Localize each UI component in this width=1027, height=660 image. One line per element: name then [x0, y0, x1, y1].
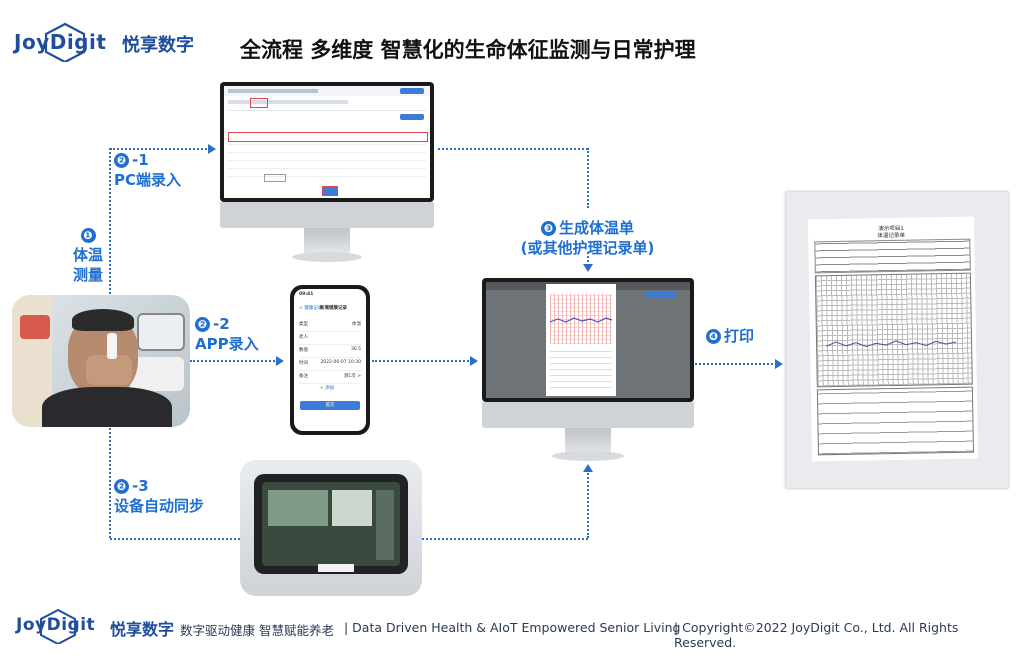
page-title: 全流程 多维度 智慧化的生命体征监测与日常护理 [240, 38, 696, 62]
connector-pc-down [587, 148, 589, 208]
arrow-right-icon [208, 144, 216, 154]
connector-to-app [190, 360, 278, 362]
step-number-badge: ❷ [114, 153, 129, 168]
connector-to-device [110, 538, 240, 540]
phone-title: 新增健康记录 [320, 306, 347, 311]
step-number-badge: ❷ [114, 479, 129, 494]
step-4-text: 打印 [724, 327, 755, 345]
step-3-line1: 生成体温单 [558, 219, 634, 237]
step-2-1-label: ❷-1 PC端录入 [114, 150, 181, 190]
step-sub-number: -3 [132, 477, 149, 495]
temperature-measurement-photo [12, 295, 190, 427]
connector-device-right [422, 538, 588, 540]
step-2-3-text: 设备自动同步 [114, 497, 205, 515]
sheet-temperature-line-icon [825, 340, 957, 347]
pc-screen-content [224, 86, 430, 198]
phone-form-row[interactable]: 类型体温 [299, 321, 361, 332]
footer-logo-wordmark: JoyDigit [16, 615, 96, 635]
logo-wordmark: JoyDigit [14, 30, 107, 54]
step-3-line2: (或其他护理记录单) [520, 239, 655, 257]
phone-time: 09:41 [299, 292, 314, 297]
step-2-1-text: PC端录入 [114, 171, 182, 189]
step-1-line1: 体温 [72, 246, 103, 264]
hexagon-logo-icon [40, 608, 76, 644]
hexagon-logo-icon [44, 22, 86, 62]
footer-copyright: | Copyright©2022 JoyDigit Co., Ltd. All … [674, 620, 959, 650]
step-number-badge: ❶ [80, 228, 96, 243]
arrow-right-icon [775, 359, 783, 369]
phone-form-row[interactable]: 备注测1次 > [299, 373, 361, 384]
step-1-label: ❶ 体温 测量 [70, 225, 106, 285]
footer: JoyDigit 悦享数字 数字驱动健康 智慧赋能养老 | Data Drive… [14, 608, 1014, 650]
step-2-2-text: APP录入 [195, 335, 259, 353]
arrow-right-icon [470, 356, 478, 366]
connector-trunk-up [109, 148, 111, 294]
step-number-badge: ❹ [706, 329, 721, 344]
connector-pc-down2 [587, 252, 589, 266]
step-1-line2: 测量 [72, 266, 103, 284]
step-2-3-label: ❷-3 设备自动同步 [114, 476, 204, 516]
temperature-trend-icon [550, 317, 612, 323]
footer-slogan-en: | Data Driven Health & AIoT Empowered Se… [344, 620, 681, 635]
connector-to-print [695, 363, 777, 365]
phone-form-row[interactable]: 老人 [299, 334, 361, 345]
footer-logo-chinese: 悦享数字 [110, 620, 175, 639]
step-sub-number: -2 [213, 315, 230, 333]
logo-chinese: 悦享数字 [122, 35, 194, 56]
step-2-2-label: ❷-2 APP录入 [195, 314, 259, 354]
arrow-up-icon [583, 464, 593, 472]
footer-slogan-cn: 数字驱动健康 智慧赋能养老 [180, 623, 334, 638]
connector-pc-right [438, 148, 588, 150]
connector-device-up [587, 470, 589, 538]
connector-to-pc [110, 148, 210, 150]
sync-device-photo [240, 460, 422, 596]
arrow-down-icon [583, 264, 593, 272]
phone-submit-button[interactable]: 提交 [300, 401, 360, 410]
phone-add-link[interactable]: + 添加 [320, 386, 335, 391]
arrow-right-icon [276, 356, 284, 366]
step-number-badge: ❷ [195, 317, 210, 332]
header-logo: JoyDigit 悦享数字 [14, 22, 224, 62]
step-sub-number: -1 [132, 151, 149, 169]
connector-trunk-down [109, 428, 111, 538]
step-number-badge: ❸ [540, 221, 556, 236]
connector-app-to-center [372, 360, 472, 362]
phone-back-link[interactable]: < 健康记录 [299, 306, 323, 311]
center-screen-content [486, 282, 690, 398]
printed-temperature-sheet: 演示项目1 体温记录单 [786, 192, 1008, 488]
